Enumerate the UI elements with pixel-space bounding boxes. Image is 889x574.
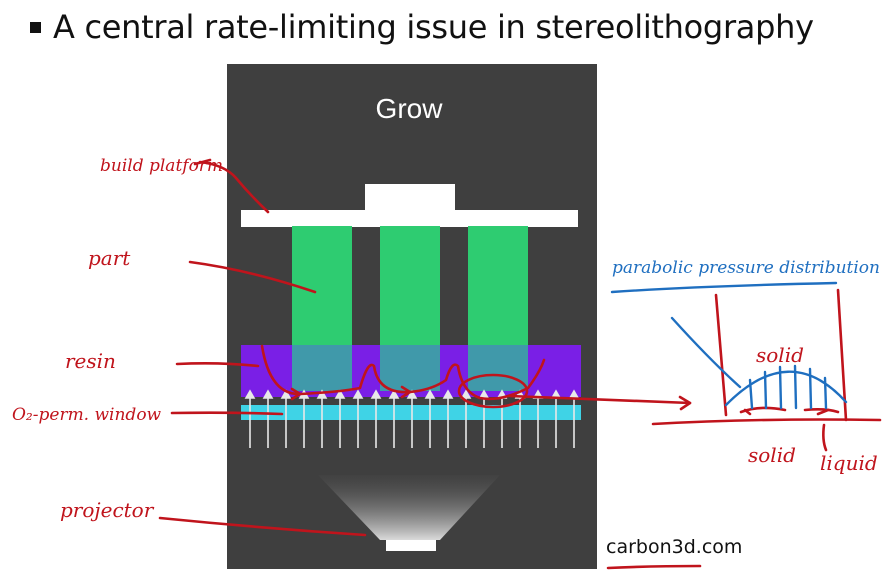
oxygen-permeable-window [241, 405, 581, 420]
resin-pointer [175, 362, 260, 368]
bullet-icon [30, 21, 41, 33]
inset-base-line [651, 418, 882, 426]
window-label: O₂-perm. window [12, 405, 162, 425]
grow-label: Grow [376, 93, 444, 124]
blue-annotations [610, 281, 848, 410]
pressure-lines [748, 364, 828, 410]
inset-left-wall [714, 293, 728, 417]
red-annotations [158, 158, 882, 570]
window-pointer [170, 411, 284, 416]
flow-highlight-circle [457, 373, 529, 409]
build-platform [241, 184, 578, 227]
resin-label: resin [65, 349, 116, 373]
part-in-resin-2 [380, 345, 440, 391]
part-in-resin-3 [468, 345, 528, 391]
projector-lamp [386, 540, 436, 551]
liquid-label: liquid [820, 451, 878, 475]
part-label: part [88, 246, 131, 270]
part-in-resin-1 [292, 345, 352, 391]
build-platform-pointer [198, 160, 270, 214]
slide-title-row: A central rate-limiting issue in stereol… [30, 8, 814, 46]
build-platform-label: build platform [100, 156, 223, 176]
zoom-arrow [508, 394, 692, 405]
credit-underline [606, 564, 702, 570]
parabolic-label: parabolic pressure distribution [612, 258, 880, 278]
projector-label: projector [60, 498, 155, 522]
part-pointer [188, 260, 317, 294]
projector-beam [318, 475, 500, 540]
parabola-curve [724, 370, 848, 407]
solid-bottom-label: solid [748, 443, 796, 467]
flow-curve [260, 344, 546, 401]
projector-pointer [158, 516, 367, 537]
slide-title: A central rate-limiting issue in stereol… [53, 8, 814, 46]
parabola-pointer [670, 316, 742, 389]
inset-right-wall [836, 288, 848, 422]
credit-text: carbon3d.com [606, 536, 743, 558]
solid-top-label: solid [756, 343, 804, 367]
